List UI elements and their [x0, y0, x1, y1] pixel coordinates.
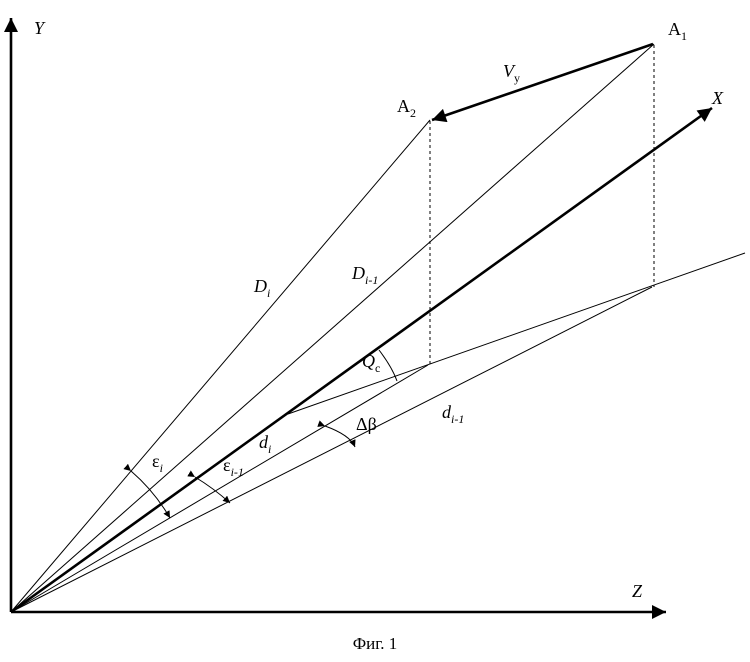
ground-range-prev-label: di-1	[442, 402, 464, 426]
elevation-angle-arc-prev	[187, 470, 231, 504]
course-angle-arc	[378, 349, 398, 382]
slant-range-prev-label: Di-1	[351, 263, 378, 287]
figure-caption: Фиг. 1	[352, 634, 398, 653]
elevation-angle-i-label: εi	[152, 451, 163, 475]
point-a2-label: A2	[397, 96, 416, 120]
ground-range-i-label: di	[259, 432, 271, 456]
x-axis-label: X	[711, 88, 724, 108]
slant-range-i-label: Di	[253, 276, 270, 300]
course-angle-label: Qc	[362, 351, 380, 375]
elevation-angle-prev-label: εi-1	[223, 455, 244, 479]
bearing-delta-label: Δβ	[356, 414, 377, 434]
z-axis-label: Z	[632, 581, 643, 601]
ground-range-line-prev	[10, 286, 653, 613]
slant-range-line-i	[10, 119, 431, 613]
course-line	[287, 252, 746, 415]
slant-range-line-prev	[10, 43, 655, 613]
x-axis-line	[10, 106, 713, 614]
bearing-delta-arc	[317, 420, 356, 448]
y-axis-label: Y	[34, 18, 46, 38]
elevation-angle-arc-i	[123, 463, 171, 519]
point-a1-label: A1	[668, 19, 687, 43]
ground-range-line-i	[10, 364, 429, 613]
velocity-label: Vy	[503, 61, 520, 85]
velocity-vector	[431, 42, 654, 123]
